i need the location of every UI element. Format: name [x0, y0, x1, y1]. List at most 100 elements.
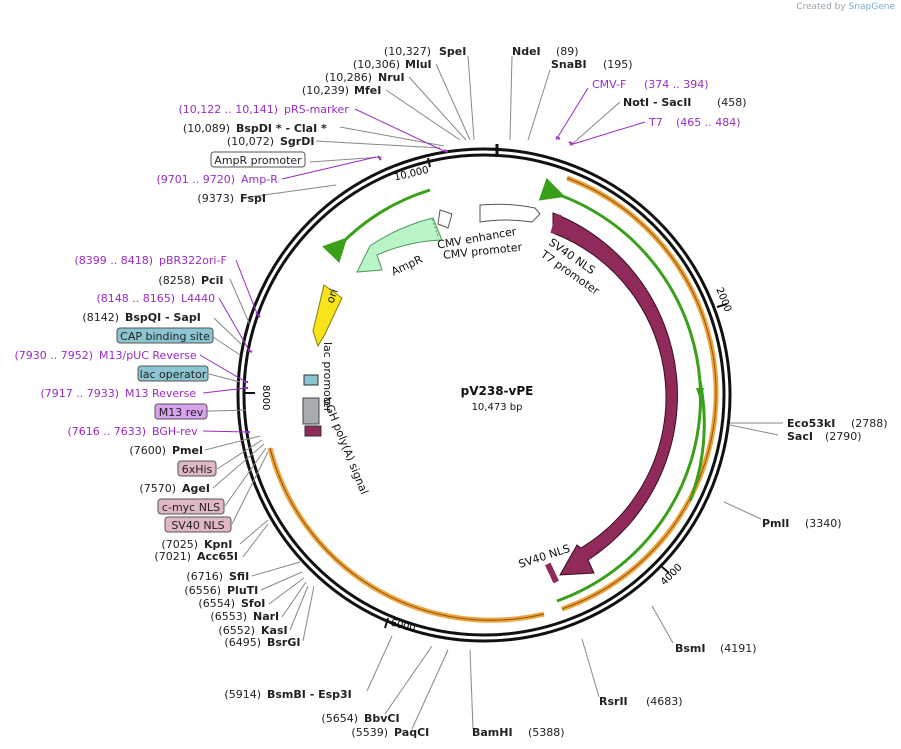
- enzyme-bamhi: BamHI: [472, 726, 513, 739]
- primer-l4440: L4440: [181, 292, 215, 305]
- enzyme-bsrgi: BsrGI: [267, 636, 300, 649]
- snapgene-credit: Created by SnapGene: [796, 2, 895, 12]
- box-c-myc-nls: [157, 498, 225, 515]
- orange-arc-left: [267, 447, 545, 623]
- enzyme-pos-spei: (10,327): [384, 45, 431, 58]
- backbone-outer: [236, 147, 732, 643]
- enzyme-spei: SpeI: [439, 45, 466, 58]
- box-lac-operator-label: lac operator: [140, 368, 207, 381]
- enzyme-labels-right: BamHI (5388) NdeI (89) SnaBI (195) NotI …: [472, 45, 888, 739]
- box-c-myc-nls-label: c-myc NLS: [162, 501, 220, 514]
- primer-pos-pbr322: (8399 .. 8418): [74, 254, 153, 267]
- enzyme-pluti: PluTI: [227, 584, 258, 597]
- tick-2000: [716, 303, 728, 308]
- enzyme-pos-paqci: (5539): [351, 726, 388, 739]
- leader-lines: [179, 55, 783, 730]
- lac-promoter-label: lac promoter: [321, 342, 334, 413]
- enzyme-pos-bsrgi: (6495): [224, 636, 261, 649]
- credit-prefix: Created by: [796, 2, 846, 12]
- enzyme-pcii: PciI: [201, 274, 223, 287]
- enzyme-rsrii: RsrII: [599, 695, 628, 708]
- enzyme-pos-bsmi: (4191): [720, 642, 757, 655]
- enzyme-pos-bbvci: (5654): [321, 712, 358, 725]
- enzyme-pos-saci: (2790): [825, 430, 862, 443]
- enzyme-pos-sfoi: (6554): [198, 597, 235, 610]
- tick-4000: [661, 566, 670, 574]
- box-cap-binding-site-label: CAP binding site: [120, 330, 210, 343]
- lac-box: [303, 374, 319, 386]
- ori-arrow: [312, 284, 343, 348]
- tick-label-10000: 10,000: [393, 165, 430, 184]
- enzyme-bsmbi: BsmBI - Esp3I: [267, 688, 352, 701]
- primer-ticks: [244, 136, 574, 433]
- enzyme-eco53ki: Eco53kI: [787, 417, 835, 430]
- primer-labels: CMV-F (374 .. 394) T7 (465 .. 484) (10,1…: [14, 78, 740, 438]
- enzyme-kpni: KpnI: [204, 538, 232, 551]
- enzyme-pos-nari: (6553): [210, 610, 247, 623]
- enzyme-bsmi: BsmI: [675, 642, 706, 655]
- primer-bgh-rev: BGH-rev: [152, 425, 198, 438]
- plasmid-name: pV238-vPE: [461, 384, 534, 398]
- primer-pbr322ori-f: pBR322ori-F: [159, 254, 227, 267]
- enzyme-ndei: NdeI: [512, 45, 541, 58]
- enzyme-pmei: PmeI: [172, 444, 203, 457]
- primer-pos-m13rev: (7917 .. 7933): [40, 387, 119, 400]
- enzyme-sfii: SfiI: [229, 570, 249, 583]
- box-ampr-promoter-label: AmpR promoter: [214, 154, 302, 167]
- enzyme-pos-ndei: (89): [556, 45, 579, 58]
- enzyme-pmli: PmlI: [762, 517, 789, 530]
- enzyme-kasi: KasI: [261, 624, 288, 637]
- green-arc-short-head: [696, 388, 704, 400]
- enzyme-pos-sgrdi: (10,072): [227, 135, 274, 148]
- enzyme-pos-pluti: (6556): [184, 584, 221, 597]
- primer-leader-lines: [199, 87, 646, 433]
- enzyme-pos-eco53ki: (2788): [851, 417, 888, 430]
- tick-6000: [384, 617, 389, 629]
- primer-pos-amp-r: (9701 .. 9720): [156, 173, 235, 186]
- enzyme-pos-nrui: (10,286): [325, 71, 372, 84]
- enzyme-saci: SacI: [787, 430, 813, 443]
- enzyme-pos-rsrii: (4683): [646, 695, 683, 708]
- primer-m13-puc-reverse: M13/pUC Reverse: [99, 349, 197, 362]
- enzyme-pos-snabi: (195): [603, 58, 633, 71]
- orange-arc-left-edge: [269, 447, 545, 621]
- enzyme-agei: AgeI: [182, 482, 210, 495]
- enzyme-snabi: SnaBI: [551, 58, 587, 71]
- enzyme-pos-mlui: (10,306): [353, 58, 400, 71]
- enzyme-sgrdi: SgrDI: [280, 135, 314, 148]
- enzyme-mfei: MfeI: [354, 84, 381, 97]
- box-ampr-promoter: [210, 151, 306, 168]
- enzyme-pos-kasi: (6552): [218, 624, 255, 637]
- primer-pos-m13puc: (7930 .. 7952): [14, 349, 93, 362]
- enzyme-pos-pcii: (8258): [158, 274, 195, 287]
- cas9-label: Cas9: [677, 392, 693, 421]
- backbone-inner: [242, 153, 726, 637]
- box-6xhis: [177, 460, 217, 477]
- box-cap-binding-site: [116, 327, 214, 344]
- cmv-arrow: [479, 203, 541, 223]
- enzyme-mlui: MluI: [405, 58, 432, 71]
- primer-pos-t7: (465 .. 484): [676, 116, 741, 129]
- box-lac-operator: [137, 365, 209, 382]
- box-sv40-nls: [164, 516, 232, 533]
- enzyme-pos-pmei: (7600): [129, 444, 166, 457]
- enzyme-acc65i: Acc65I: [197, 550, 238, 563]
- primer-amp-r: Amp-R: [241, 173, 278, 186]
- box-m13-rev: [154, 403, 208, 420]
- box-sv40-nls-label: SV40 NLS: [171, 519, 224, 532]
- bgh-label: bGH poly(A) signal: [320, 396, 371, 496]
- enzyme-pos-bspqi: (8142): [82, 311, 119, 324]
- enzyme-pos-bamhi: (5388): [528, 726, 565, 739]
- box-6xhis-label: 6xHis: [182, 463, 213, 476]
- enzyme-pos-agei: (7570): [139, 482, 176, 495]
- enzyme-pos-noti: (458): [717, 96, 747, 109]
- enzyme-pos-sfii: (6716): [186, 570, 223, 583]
- ampr-label: AmpR: [389, 253, 425, 279]
- primer-t7: T7: [648, 116, 663, 129]
- enzyme-fspi: FspI: [240, 192, 266, 205]
- enzyme-pos-kpni: (7025): [161, 538, 198, 551]
- enzyme-bbvci: BbvCI: [364, 712, 400, 725]
- ori-label: ori: [324, 287, 341, 305]
- green-arc-top: [322, 188, 431, 263]
